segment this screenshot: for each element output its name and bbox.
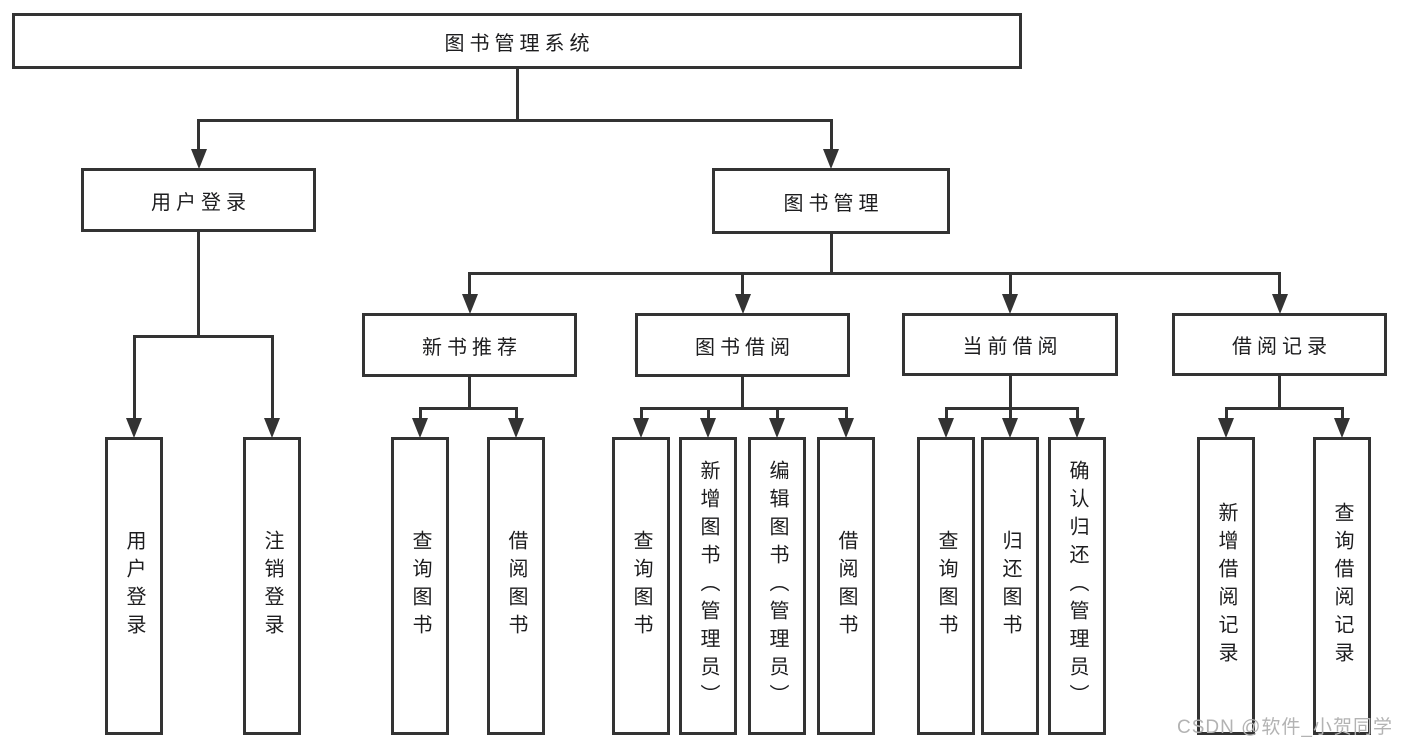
arrowhead-down-icon <box>633 418 649 438</box>
connector-bus <box>418 406 518 410</box>
node-cb-confirm-return: 确认归还（管理员） <box>1048 437 1106 735</box>
connector-drop <box>844 408 848 419</box>
node-book-mgmt: 图书管理 <box>712 168 950 234</box>
connector-drop <box>1278 273 1281 295</box>
connector-drop <box>741 273 744 295</box>
connector-drop <box>829 120 833 150</box>
connector-stem <box>197 230 200 336</box>
node-root: 图书管理系统 <box>12 13 1022 69</box>
arrowhead-down-icon <box>1218 418 1234 438</box>
watermark: CSDN @软件_小贺同学 <box>1177 717 1393 738</box>
connector-bus <box>197 118 833 122</box>
arrowhead-down-icon <box>1002 294 1018 314</box>
arrowhead-down-icon <box>126 418 142 438</box>
node-user-login: 用户登录 <box>81 168 316 232</box>
connector-bus <box>132 334 274 338</box>
connector-drop <box>1008 408 1012 419</box>
node-bb-edit-book: 编辑图书（管理员） <box>748 437 806 735</box>
arrowhead-down-icon <box>938 418 954 438</box>
node-br-query-record: 查询借阅记录 <box>1313 437 1371 735</box>
connector-stem <box>741 375 744 408</box>
connector-drop <box>1008 273 1012 295</box>
node-bb-borrow-book: 借阅图书 <box>817 437 875 735</box>
node-rec-borrow-book: 借阅图书 <box>487 437 545 735</box>
node-new-book-rec: 新书推荐 <box>362 313 577 377</box>
connector-stem <box>829 232 833 273</box>
arrowhead-down-icon <box>769 418 785 438</box>
connector-drop <box>132 336 136 419</box>
node-leaf-user-login: 用户登录 <box>105 437 163 735</box>
node-bb-add-book: 新增图书（管理员） <box>679 437 737 735</box>
arrowhead-down-icon <box>412 418 428 438</box>
connector-stem <box>1278 374 1281 408</box>
connector-stem <box>515 67 519 120</box>
arrowhead-down-icon <box>823 149 839 169</box>
node-br-add-record: 新增借阅记录 <box>1197 437 1255 735</box>
node-leaf-logout: 注销登录 <box>243 437 301 735</box>
connector-bus <box>1224 406 1344 410</box>
node-cb-query-book: 查询图书 <box>917 437 975 735</box>
node-rec-query-book: 查询图书 <box>391 437 449 735</box>
arrowhead-down-icon <box>1002 418 1018 438</box>
connector-drop <box>418 408 422 419</box>
arrowhead-down-icon <box>1271 294 1288 314</box>
connector-drop <box>706 408 710 419</box>
arrowhead-down-icon <box>190 149 207 169</box>
arrowhead-down-icon <box>264 418 280 438</box>
node-cb-return-book: 归还图书 <box>981 437 1039 735</box>
connector-bus <box>639 406 848 410</box>
connector-drop <box>775 408 779 419</box>
arrowhead-down-icon <box>508 418 524 438</box>
arrowhead-down-icon <box>734 294 751 314</box>
arrowhead-down-icon <box>838 418 854 438</box>
connector-drop <box>514 408 518 419</box>
node-bb-query-book: 查询图书 <box>612 437 670 735</box>
node-current-borrow: 当前借阅 <box>902 313 1118 376</box>
connector-drop <box>1075 408 1079 419</box>
arrowhead-down-icon <box>700 418 716 438</box>
connector-drop <box>197 120 200 150</box>
arrowhead-down-icon <box>1069 418 1085 438</box>
node-borrow-records: 借阅记录 <box>1172 313 1387 376</box>
connector-drop <box>270 336 274 419</box>
connector-bus <box>944 406 1079 410</box>
arrowhead-down-icon <box>1334 418 1350 438</box>
connector-drop <box>1340 408 1344 419</box>
connector-stem <box>468 375 471 408</box>
connector-bus <box>468 271 1281 275</box>
arrowhead-down-icon <box>461 294 478 314</box>
connector-drop <box>1224 408 1228 419</box>
connector-drop <box>639 408 643 419</box>
connector-drop <box>944 408 948 419</box>
node-book-borrow: 图书借阅 <box>635 313 850 377</box>
connector-stem <box>1008 374 1012 408</box>
connector-drop <box>468 273 471 295</box>
